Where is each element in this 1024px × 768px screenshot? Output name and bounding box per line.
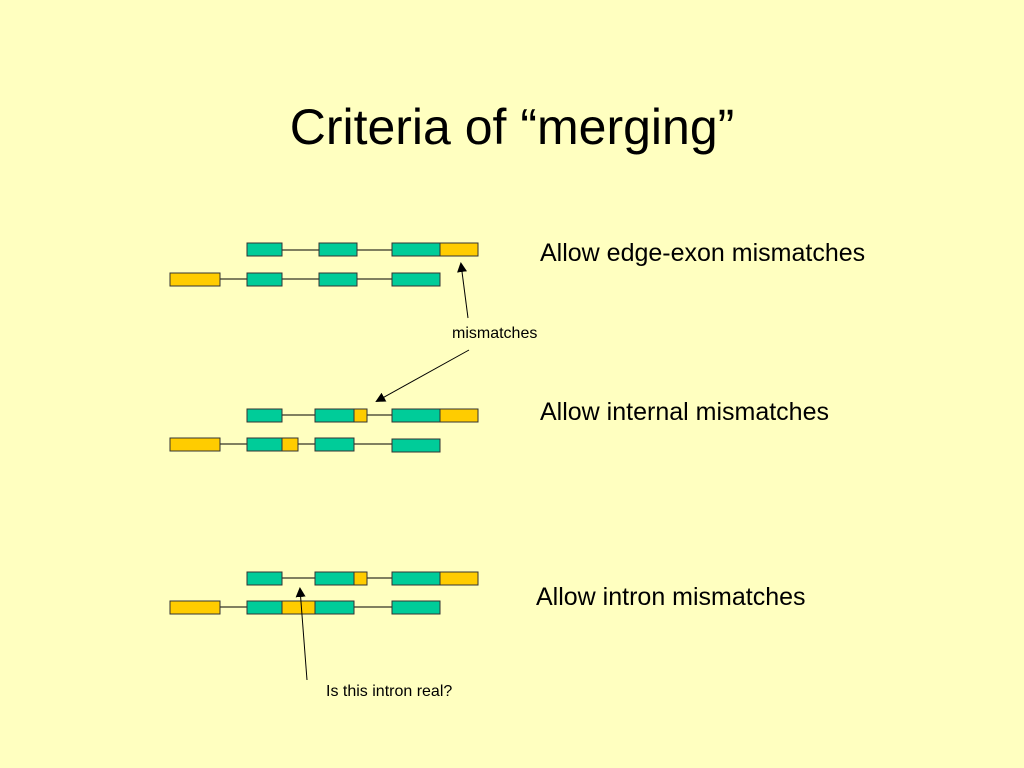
mismatch-box [169, 600, 221, 615]
exon-box [314, 600, 355, 615]
arrow-to-internal-mismatch [375, 349, 470, 402]
exon-box [246, 437, 283, 452]
exon-box [391, 408, 441, 423]
annotation-intron-question: Is this intron real? [326, 683, 453, 700]
mismatch-box [439, 408, 479, 423]
transcript-intron-top [246, 571, 479, 586]
exon-box [314, 571, 355, 586]
exon-box [246, 408, 283, 423]
mismatch-box [281, 437, 299, 452]
exon-box [314, 437, 355, 452]
exon-box [318, 272, 358, 287]
transcript-edge-top [246, 242, 479, 257]
transcript-internal-top [246, 408, 479, 423]
arrow-to-intron [295, 587, 308, 681]
mismatch-box [281, 600, 316, 615]
exon-box [391, 242, 441, 257]
exon-box [246, 272, 283, 287]
exon-box [246, 571, 283, 586]
exon-box [391, 272, 441, 287]
annotation-mismatches: mismatches [452, 325, 538, 342]
mismatch-box [353, 571, 368, 586]
exon-box [318, 242, 358, 257]
transcript-internal-bottom [169, 437, 441, 453]
exon-box [391, 571, 441, 586]
caption-edge-exon: Allow edge-exon mismatches [540, 239, 866, 267]
exon-box [246, 600, 283, 615]
mismatch-box [169, 437, 221, 452]
transcript-intron-bottom [169, 600, 441, 615]
caption-internal: Allow internal mismatches [540, 398, 829, 426]
mismatch-box [353, 408, 368, 423]
exon-box [391, 600, 441, 615]
exon-box [314, 408, 355, 423]
mismatch-box [169, 272, 221, 287]
mismatch-box [439, 571, 479, 586]
exon-box [246, 242, 283, 257]
arrow-to-edge-mismatch [457, 262, 469, 319]
transcript-edge-bottom [169, 272, 441, 287]
mismatch-box [439, 242, 479, 257]
caption-intron: Allow intron mismatches [536, 583, 806, 611]
exon-box [391, 438, 441, 453]
slide-title: Criteria of “merging” [289, 99, 735, 155]
